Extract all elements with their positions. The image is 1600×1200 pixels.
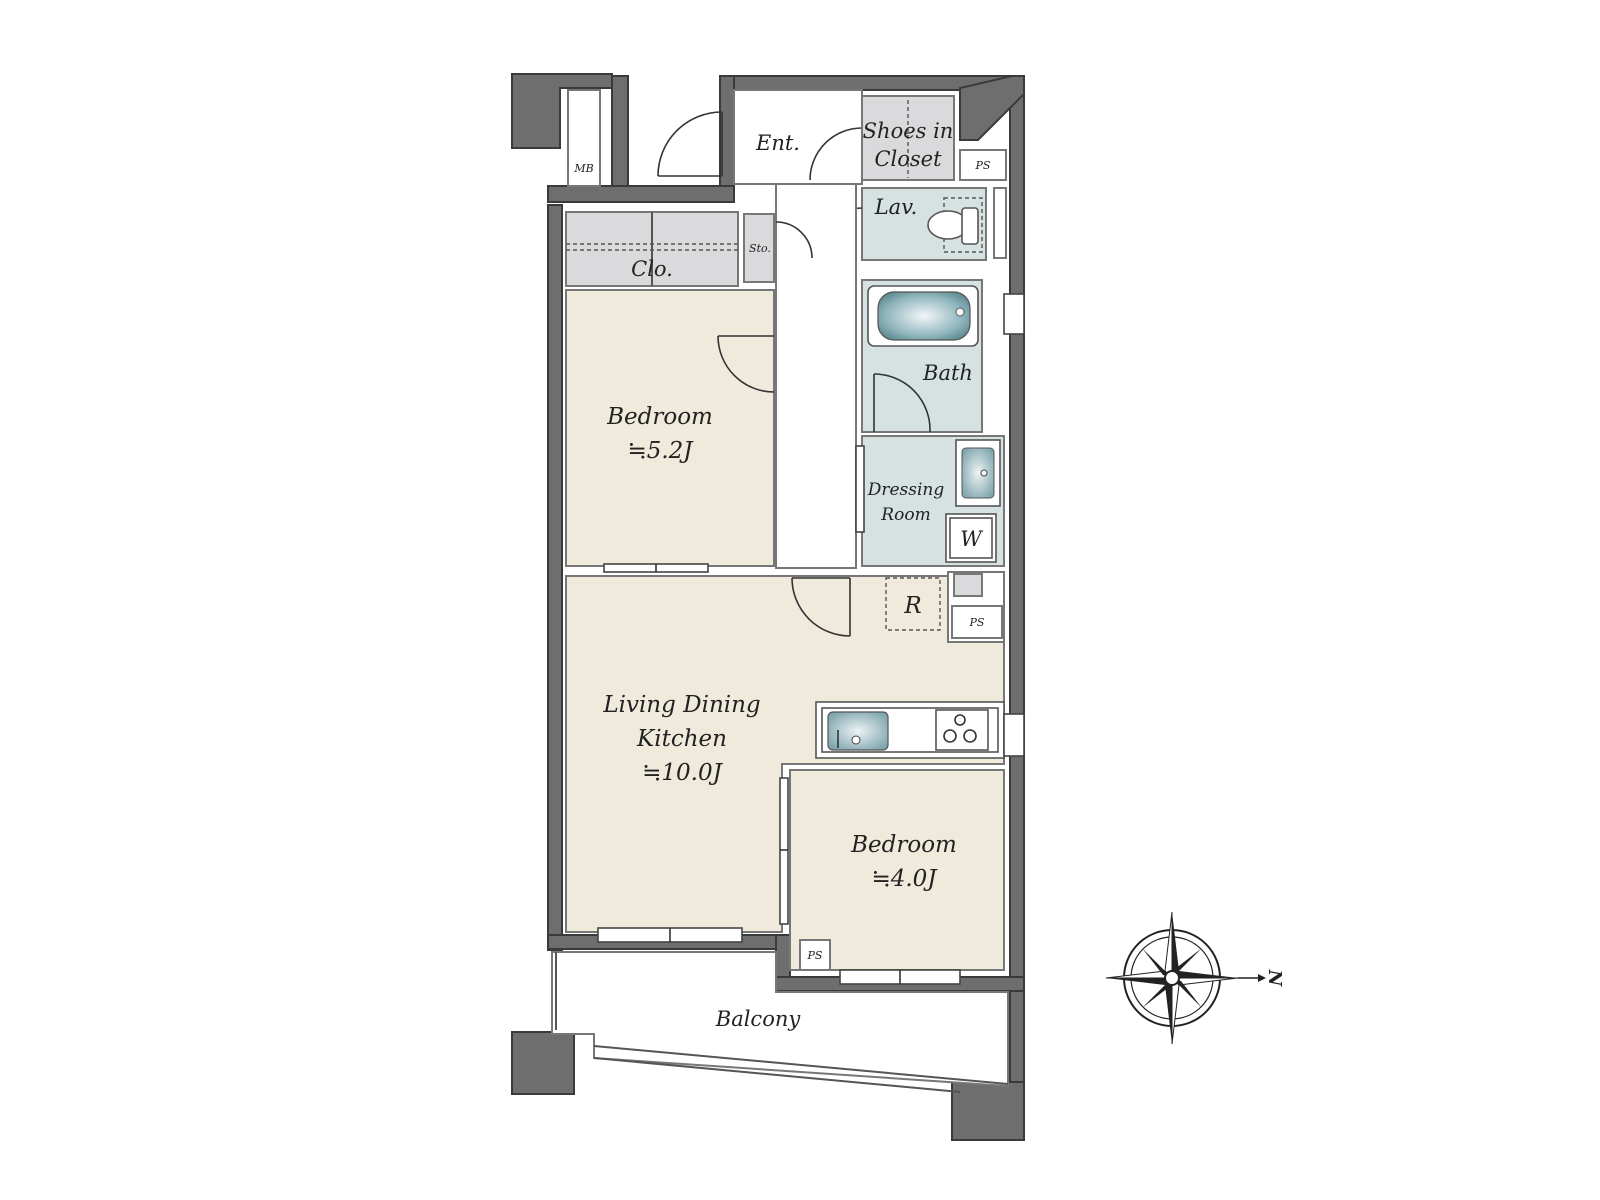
pipe-space-mid bbox=[951, 605, 1003, 639]
kitchen-sink-icon bbox=[827, 711, 889, 751]
balcony-label: Balcony bbox=[715, 1007, 802, 1031]
ldk-door[interactable] bbox=[791, 577, 851, 637]
bedroom-2-label: Bedroom bbox=[850, 832, 957, 858]
bath-door[interactable] bbox=[873, 373, 931, 433]
dressing-room-label-1: Dressing bbox=[867, 480, 945, 500]
corridor bbox=[775, 183, 857, 569]
bath-label: Bath bbox=[922, 361, 973, 385]
washbasin-icon bbox=[955, 439, 1001, 507]
toilet-icon bbox=[927, 197, 983, 253]
ldk-balcony-window bbox=[597, 927, 743, 943]
washer-label: W bbox=[960, 527, 984, 551]
closet-label: Clo. bbox=[631, 257, 673, 281]
bath-window bbox=[1003, 293, 1025, 335]
washer-icon: W bbox=[945, 513, 997, 563]
refrigerator-label: R bbox=[903, 593, 921, 619]
bedroom-1-sliding-door[interactable] bbox=[603, 563, 709, 573]
pipe-space-top bbox=[959, 149, 1007, 181]
storage-door[interactable] bbox=[775, 221, 813, 259]
shoes-closet-label-2: Closet bbox=[874, 147, 942, 171]
compass-rose-icon bbox=[1105, 911, 1266, 1045]
entrance-label: Ent. bbox=[755, 131, 800, 155]
pipe-space-mid-label: PS bbox=[969, 616, 985, 629]
dressing-room-label-2: Room bbox=[880, 505, 930, 525]
meter-box-label: MB bbox=[573, 162, 593, 175]
ldk-label-1: Living Dining bbox=[602, 692, 760, 718]
refrigerator-space bbox=[885, 577, 941, 631]
bedroom-1-size: ≒5.2J bbox=[627, 438, 694, 464]
front-door[interactable] bbox=[657, 111, 723, 177]
bedroom-2-size: ≒4.0J bbox=[871, 866, 938, 892]
storage-label: Sto. bbox=[749, 242, 771, 255]
pipe-space-bottom-label: PS bbox=[807, 949, 823, 962]
storage bbox=[743, 213, 775, 283]
stove-icon bbox=[935, 709, 989, 751]
ldk-label-2: Kitchen bbox=[636, 726, 727, 752]
bedroom-2 bbox=[789, 769, 1005, 971]
dressing-room-door[interactable] bbox=[855, 445, 865, 533]
ldk-size: ≒10.0J bbox=[642, 760, 723, 786]
bedroom-2-sliding-door[interactable] bbox=[779, 777, 789, 925]
bedroom-2-balcony-window bbox=[839, 969, 961, 985]
pipe-space-top-label: PS bbox=[975, 159, 991, 172]
corner-columns bbox=[511, 73, 1025, 1141]
kitchen-window bbox=[1003, 713, 1025, 757]
meter-box bbox=[567, 89, 601, 187]
lavatory-label: Lav. bbox=[874, 195, 918, 219]
bathtub-icon bbox=[867, 285, 979, 347]
compass-north-label: N bbox=[1264, 969, 1285, 988]
pipe-space-bottom bbox=[799, 939, 831, 971]
bedroom-1-label: Bedroom bbox=[606, 404, 713, 430]
bedroom-1-door[interactable] bbox=[717, 335, 775, 393]
shoes-closet-door[interactable] bbox=[809, 127, 863, 181]
shoes-closet-label-1: Shoes in bbox=[863, 119, 954, 143]
